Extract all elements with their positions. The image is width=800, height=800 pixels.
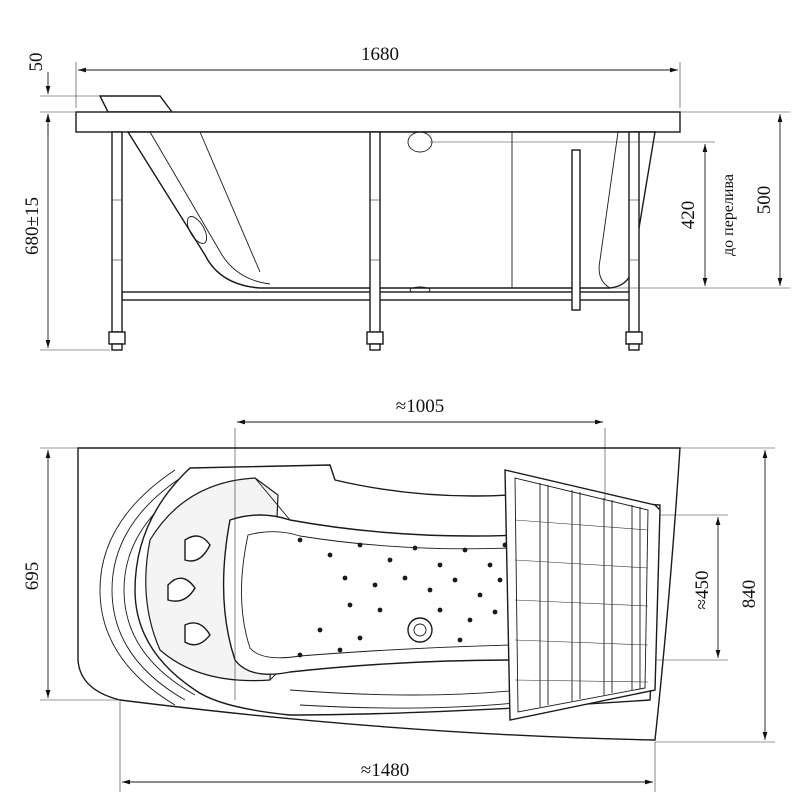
- frame-legs: [108, 131, 643, 351]
- dim-overflow-height: 420: [678, 201, 699, 230]
- pillow-pad: [184, 535, 211, 562]
- tub-floor: [222, 514, 521, 675]
- dim-overall-width-right: 840: [739, 580, 760, 609]
- dim-width-left: 695: [22, 562, 43, 591]
- pillow-pad: [184, 622, 211, 646]
- dim-total-height: 680±15: [22, 197, 43, 255]
- dim-inner-length: ≈1005: [396, 396, 444, 417]
- pillow-pad: [167, 577, 196, 602]
- side-view: 1680 50 680±15 420 до перелива 500: [22, 44, 790, 351]
- dim-inner-width-right: ≈450: [692, 571, 713, 610]
- tub-rim: [75, 111, 681, 133]
- seat-grille: [504, 469, 661, 721]
- dim-overall-length: 1680: [361, 44, 399, 65]
- dim-bottom-length: ≈1480: [361, 760, 409, 781]
- top-view: ≈1005 695 ≈450 840 ≈1480: [22, 396, 775, 792]
- dim-tub-depth: 500: [754, 186, 775, 215]
- headrest-cushion: [98, 95, 174, 113]
- dim-rim-thickness: 50: [26, 53, 47, 72]
- hydromassage-jets: [297, 537, 548, 658]
- drain-icon: [407, 617, 433, 643]
- dim-overflow-note: до перелива: [720, 174, 737, 256]
